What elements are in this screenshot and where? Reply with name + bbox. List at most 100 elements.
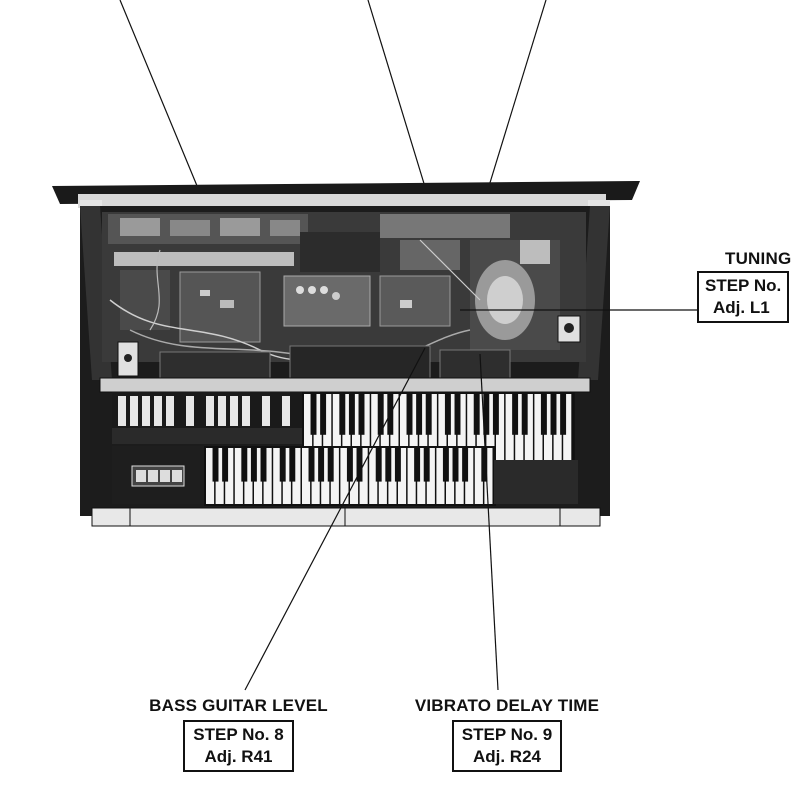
upper-white-key — [428, 394, 437, 462]
lower-white-key — [321, 448, 330, 504]
organ-electronics — [102, 212, 586, 379]
upper-black-key — [425, 394, 432, 435]
lower-white-key — [426, 448, 435, 504]
upper-white-key — [486, 394, 495, 462]
lower-white-key — [254, 448, 263, 504]
lower-white-key — [273, 448, 282, 504]
lower-white-key — [244, 448, 253, 504]
lower-white-key — [206, 448, 215, 504]
lower-black-key — [250, 448, 257, 482]
lower-white-key — [369, 448, 378, 504]
callout-tuning-box: STEP No. Adj. L1 — [697, 271, 790, 323]
upper-white-key — [419, 394, 428, 462]
lower-keyboard — [204, 446, 496, 506]
lower-white-key — [446, 448, 455, 504]
upper-white-key — [467, 394, 476, 462]
callout-bass-step: STEP No. 8 — [193, 725, 284, 744]
lower-black-key — [241, 448, 248, 482]
upper-black-key — [416, 394, 423, 435]
upper-black-key — [377, 394, 384, 435]
upper-black-key — [560, 394, 567, 435]
callout-tuning: TUNING STEP No. Adj. L1 — [697, 249, 791, 323]
lower-white-key — [340, 448, 349, 504]
upper-white-key — [438, 394, 447, 462]
lower-white-key — [282, 448, 291, 504]
lower-white-key — [330, 448, 339, 504]
lower-white-key — [359, 448, 368, 504]
upper-white-key — [323, 394, 332, 462]
upper-white-key — [313, 394, 322, 462]
lower-white-key — [215, 448, 224, 504]
lower-white-key — [455, 448, 464, 504]
callout-tuning-title: TUNING — [725, 249, 792, 268]
lower-black-key — [442, 448, 449, 482]
upper-black-key — [339, 394, 346, 435]
upper-white-key — [524, 394, 533, 462]
upper-black-key — [358, 394, 365, 435]
right-cheek-block — [494, 460, 578, 504]
callout-vibrato-step: STEP No. 9 — [461, 725, 553, 744]
upper-white-key — [515, 394, 524, 462]
keyboard-shelf — [99, 377, 591, 393]
upper-white-key — [400, 394, 409, 462]
lower-white-key — [378, 448, 387, 504]
upper-white-key — [361, 394, 370, 462]
callout-vibrato-adj: Adj. R24 — [472, 747, 541, 766]
callout-vibrato-delay-time: VIBRATO DELAY TIME STEP No. 9 Adj. R24 — [392, 696, 622, 772]
lower-white-key — [292, 448, 301, 504]
callout-tuning-step: STEP No. — [705, 276, 782, 295]
upper-white-key — [457, 394, 466, 462]
upper-white-key — [505, 394, 514, 462]
lower-white-key — [302, 448, 311, 504]
upper-white-key — [342, 394, 351, 462]
lower-white-key — [417, 448, 426, 504]
upper-black-key — [348, 394, 355, 435]
lower-black-key — [385, 448, 392, 482]
lower-white-key — [484, 448, 493, 504]
lower-black-key — [414, 448, 421, 482]
upper-white-key — [448, 394, 457, 462]
lower-black-key — [260, 448, 267, 482]
upper-black-key — [444, 394, 451, 435]
callout-vibrato-box: STEP No. 9 Adj. R24 — [451, 720, 563, 772]
upper-black-key — [483, 394, 490, 435]
upper-black-key — [406, 394, 413, 435]
upper-white-key — [496, 394, 505, 462]
leader-lines-callouts — [244, 309, 697, 691]
upper-white-key — [553, 394, 562, 462]
lower-black-key — [308, 448, 315, 482]
lower-white-key — [350, 448, 359, 504]
callout-bass-guitar-level: BASS GUITAR LEVEL STEP No. 8 Adj. R41 — [126, 696, 351, 772]
lower-black-key — [279, 448, 286, 482]
upper-white-key — [380, 394, 389, 462]
upper-white-key — [304, 394, 313, 462]
callout-vibrato-title: VIBRATO DELAY TIME — [414, 696, 600, 715]
lower-white-key — [474, 448, 483, 504]
lower-white-key — [398, 448, 407, 504]
lower-white-key — [263, 448, 272, 504]
upper-white-key — [352, 394, 361, 462]
lower-black-key — [375, 448, 382, 482]
lower-white-key — [407, 448, 416, 504]
lower-white-key — [436, 448, 445, 504]
upper-white-key — [371, 394, 380, 462]
upper-black-key — [454, 394, 461, 435]
lower-black-key — [481, 448, 488, 482]
upper-black-key — [473, 394, 480, 435]
lower-black-key — [289, 448, 296, 482]
lower-white-key — [234, 448, 243, 504]
upper-white-key — [563, 394, 572, 462]
preset-buttons-panel — [112, 446, 204, 504]
lower-black-key — [222, 448, 229, 482]
lower-white-key — [225, 448, 234, 504]
upper-black-key — [492, 394, 499, 435]
lower-black-key — [356, 448, 363, 482]
callout-bass-box: STEP No. 8 Adj. R41 — [183, 720, 294, 772]
upper-black-key — [512, 394, 519, 435]
lower-black-key — [462, 448, 469, 482]
upper-white-key — [476, 394, 485, 462]
callout-bass-title: BASS GUITAR LEVEL — [149, 696, 328, 715]
upper-white-key — [390, 394, 399, 462]
upper-black-key — [540, 394, 547, 435]
